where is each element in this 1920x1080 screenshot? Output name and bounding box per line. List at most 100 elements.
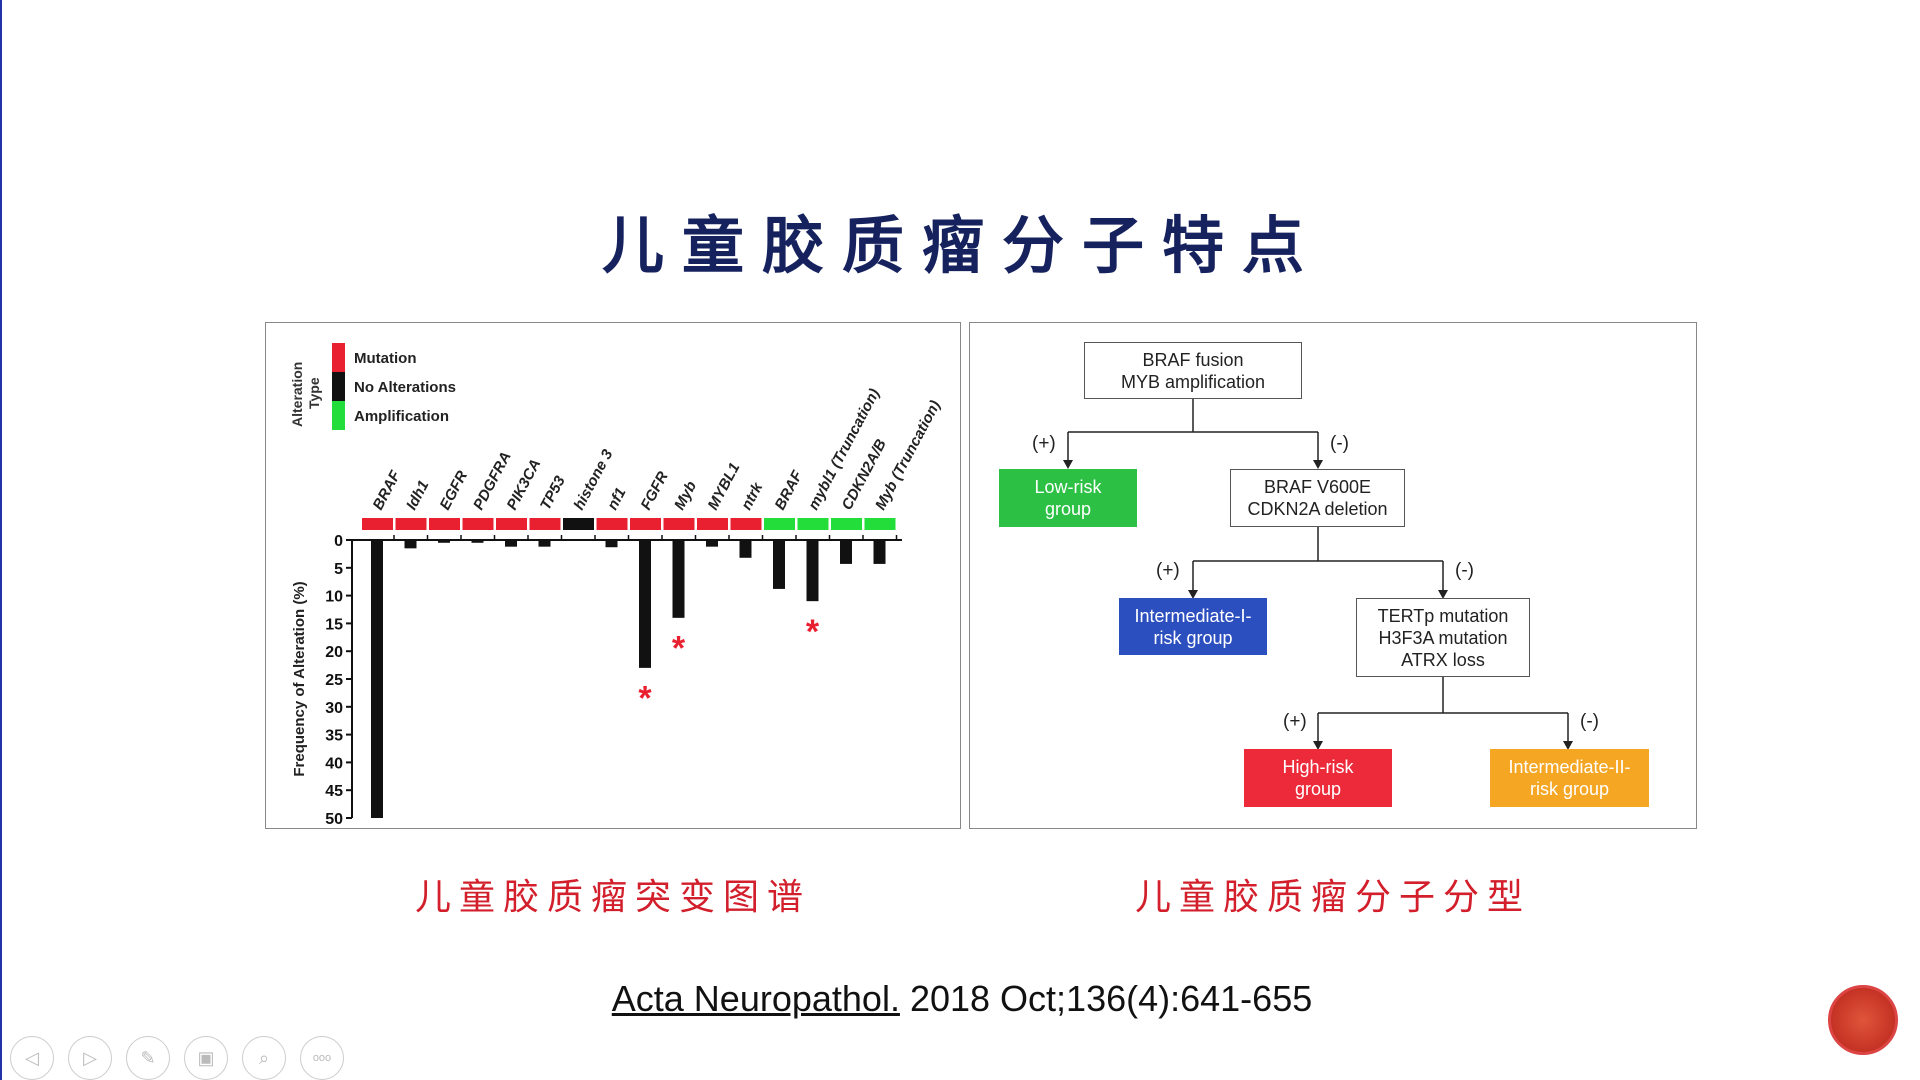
bar-egfr [438,540,450,543]
prev-icon: ◁ [25,1047,39,1068]
minus-label: (-) [1330,433,1349,454]
pen-icon: ✎ [140,1047,156,1068]
legend-swatch [332,372,345,401]
minus-label: (-) [1580,711,1599,732]
bar-tp53 [538,540,551,547]
prev-button[interactable]: ◁ [10,1036,54,1080]
bar-idh1 [404,540,417,549]
left-caption: 儿童胶质瘤突变图谱 [414,877,811,918]
y-tick-label: 15 [325,616,343,633]
minus-label: (-) [1455,560,1474,581]
flow-text: group [1044,499,1092,519]
bar-pdgfra [471,540,484,543]
alteration-type-cell [697,518,728,530]
bar-mybtruncation [873,540,886,564]
significance-asterisk: * [672,630,686,668]
alteration-type-cell [563,518,594,530]
bar-pik3ca [505,540,517,547]
zoom-button[interactable]: ⌕ [242,1036,286,1080]
bar-fgfr [639,540,651,668]
journal-link[interactable]: Acta Neuropathol. [611,978,900,1019]
alteration-type-cell [462,518,494,530]
significance-asterisk: * [638,680,652,718]
bar-braf [371,540,383,818]
alteration-type-cell [630,518,661,530]
flowchart-panel [969,322,1697,829]
pen-button[interactable]: ✎ [126,1036,170,1080]
intermediate-i-risk-box: Intermediate-I-risk group [1119,598,1267,655]
legend-title: Alteration [289,362,305,427]
flow-text: Intermediate-I- [1134,605,1252,626]
institution-logo [1828,985,1898,1055]
next-button[interactable]: ▷ [68,1036,112,1080]
plus-label: (+) [1283,711,1307,732]
legend-swatch [332,343,345,372]
legend-label: Mutation [354,350,416,367]
bar-mybl1truncation [806,540,819,602]
right-caption: 儿童胶质瘤分子分型 [1134,877,1531,918]
more-icon: ooo [312,1052,332,1064]
legend-swatch [332,401,345,430]
citation-details: 2018 Oct;136(4):641-655 [899,978,1313,1019]
next-icon: ▷ [83,1047,97,1068]
flow-text: BRAF V600E [1263,477,1372,497]
plus-label: (+) [1032,433,1056,454]
bar-cdkn2ab [840,540,852,564]
y-tick-label: 0 [334,533,343,550]
alteration-type-cell [730,518,762,530]
legend-title: Type [306,377,322,409]
slide-title: 儿童胶质瘤分子特点 [601,209,1322,282]
alteration-type-cell [797,518,829,530]
flow-text: MYB amplification [1120,371,1266,392]
flow-text: H3F3A mutation [1378,627,1508,648]
flow-text: CDKN2A deletion [1247,499,1388,519]
y-tick-label: 20 [325,644,343,661]
significance-asterisk: * [806,613,820,651]
flow-text: Intermediate-II- [1508,757,1631,777]
zoom-icon: ⌕ [258,1047,270,1068]
flow-text: ATRX loss [1401,649,1485,670]
flow-text: risk group [1529,779,1609,799]
y-tick-label: 40 [325,755,343,772]
y-tick-label: 50 [325,811,343,828]
alteration-type-cell [496,518,527,530]
y-tick-label: 45 [325,783,343,800]
citation: Acta Neuropathol. 2018 Oct;136(4):641-65… [2,978,1920,1020]
flow-text: group [1294,779,1342,799]
flow-text: Low-risk [1034,477,1102,497]
slides-icon: ▣ [197,1047,215,1068]
intermediate-ii-risk-box: Intermediate-II-risk group [1490,749,1649,807]
plus-label: (+) [1156,560,1180,581]
y-tick-label: 30 [325,700,343,717]
legend-label: Amplification [354,408,449,425]
alteration-type-cell [831,518,862,530]
bar-mybl1 [706,540,718,547]
flow-text: TERTp mutation [1377,605,1509,626]
alteration-type-cell [764,518,795,530]
alteration-type-cell [529,518,561,530]
bar-ntrk [739,540,752,558]
alteration-type-cell [429,518,460,530]
y-tick-label: 10 [325,589,343,606]
alteration-type-cell [362,518,393,530]
y-tick-label: 5 [334,561,343,578]
legend-label: No Alterations [354,379,456,396]
y-tick-label: 25 [325,672,343,689]
flow-text: BRAF fusion [1142,349,1244,370]
alteration-type-cell [395,518,427,530]
more-button[interactable]: ooo [300,1036,344,1080]
bar-myb [672,540,685,618]
flow-text: risk group [1153,627,1233,648]
flow-text: High-risk [1282,757,1354,777]
slides-button[interactable]: ▣ [184,1036,228,1080]
alteration-type-cell [596,518,628,530]
alteration-type-cell [864,518,896,530]
